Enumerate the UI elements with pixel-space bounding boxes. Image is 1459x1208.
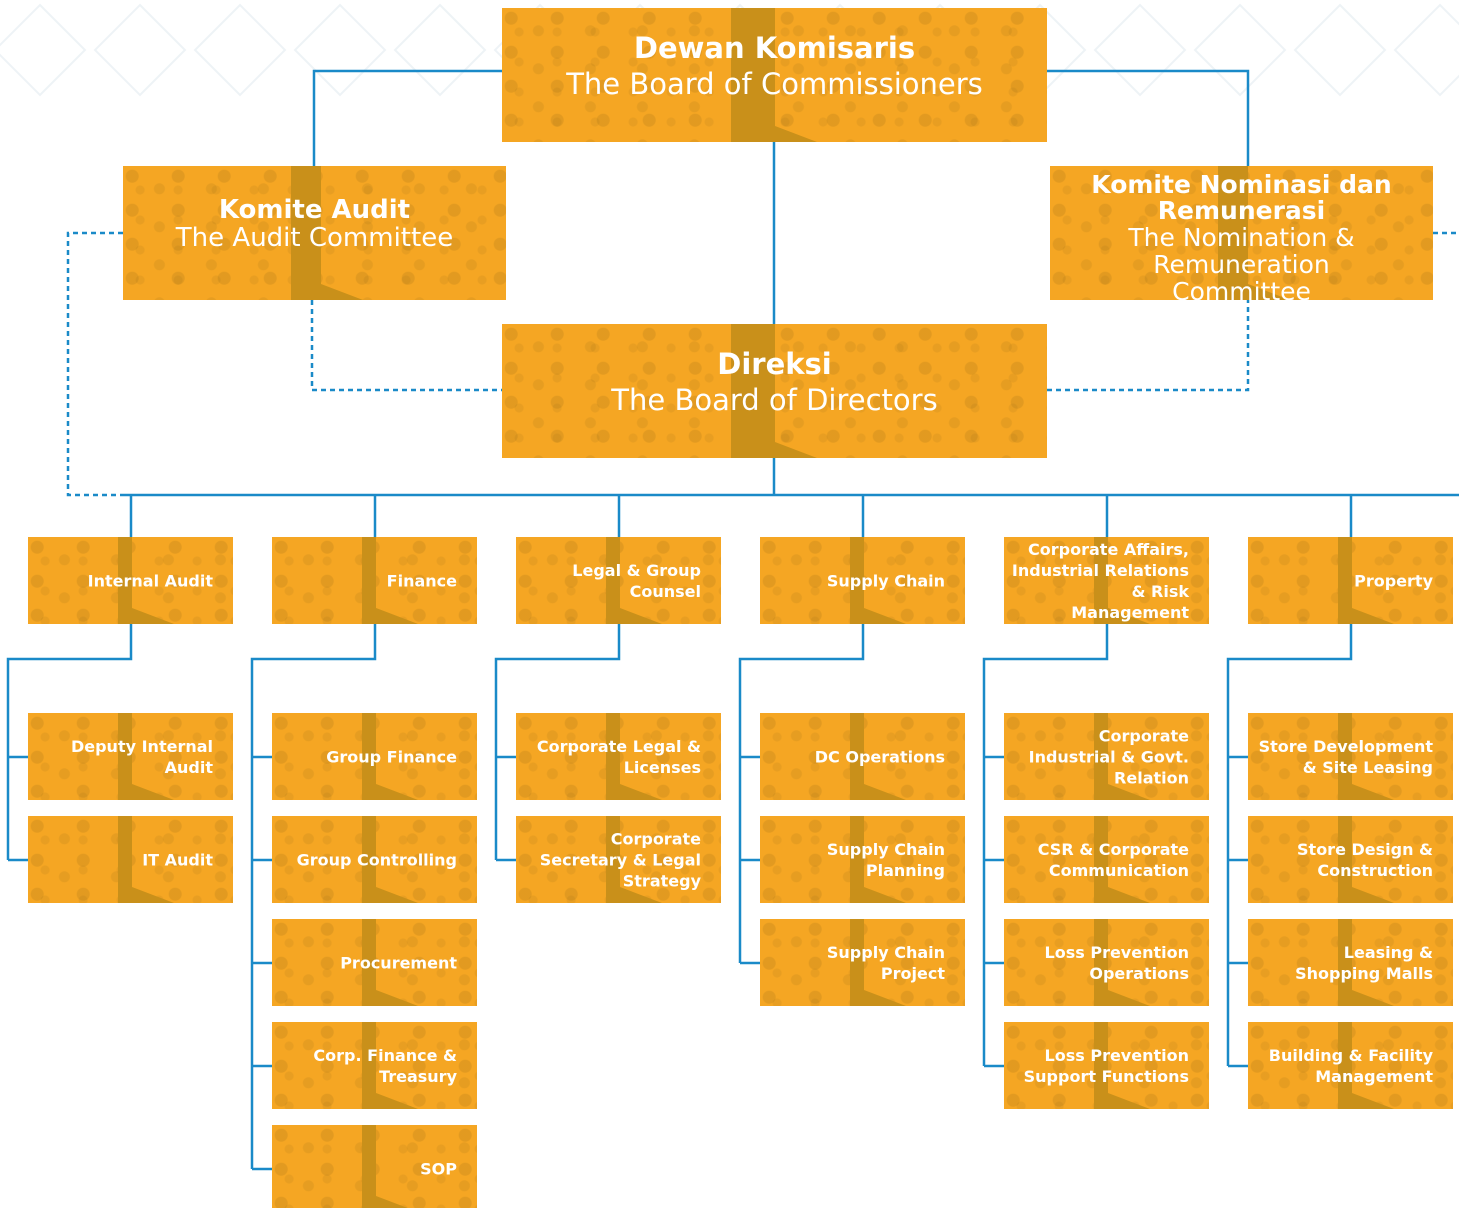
subunit-box-3-2-label: Corporate Secretary & Legal Strategy [539, 829, 701, 890]
department-box-1-label: Internal Audit [87, 571, 213, 590]
subunit-box-5-1: Corporate Industrial & Govt. Relation [1004, 713, 1209, 800]
board-of-directors-box: Direksi The Board of Directors [502, 324, 1047, 458]
subunit-box-6-1: Store Development & Site Leasing [1248, 713, 1453, 800]
department-box-3: Legal & Group Counsel [516, 537, 721, 624]
subunit-box-5-2-label: CSR & Corporate Communication [1037, 839, 1189, 880]
department-box-4: Supply Chain [760, 537, 965, 624]
department-box-5: Corporate Affairs, Industrial Relations … [1004, 537, 1209, 624]
subunit-box-6-2: Store Design & Construction [1248, 816, 1453, 903]
nomination-committee-box: Komite Nominasi dan Remunerasi The Nomin… [1050, 166, 1433, 300]
nomination-committee-title: Komite Nominasi dan Remunerasi [1091, 170, 1392, 225]
subunit-box-2-2: Group Controlling [272, 816, 477, 903]
audit-committee-box: Komite Audit The Audit Committee [123, 166, 506, 300]
subunit-box-4-1: DC Operations [760, 713, 965, 800]
department-box-5-label: Corporate Affairs, Industrial Relations … [1011, 539, 1189, 622]
department-box-1: Internal Audit [28, 537, 233, 624]
board-of-directors-subtitle: The Board of Directors [611, 383, 938, 417]
subunit-box-2-4: Corp. Finance & Treasury [272, 1022, 477, 1109]
audit-committee-subtitle: The Audit Committee [175, 223, 454, 253]
subunit-box-4-2-label: Supply Chain Planning [826, 839, 945, 880]
department-box-3-label: Legal & Group Counsel [572, 560, 701, 601]
subunit-box-6-2-label: Store Design & Construction [1297, 839, 1433, 880]
subunit-box-2-1-label: Group Finance [326, 747, 457, 766]
subunit-box-1-1: Deputy Internal Audit [28, 713, 233, 800]
board-of-commissioners-subtitle: The Board of Commissioners [566, 67, 983, 101]
subunit-box-2-5: SOP [272, 1125, 477, 1208]
board-of-directors-title: Direksi [717, 347, 832, 381]
subunit-box-5-1-label: Corporate Industrial & Govt. Relation [1028, 726, 1189, 787]
subunit-box-3-1-label: Corporate Legal & Licenses [536, 736, 701, 777]
subunit-box-4-3: Supply Chain Project [760, 919, 965, 1006]
subunit-box-6-4-label: Building & Facility Management [1268, 1045, 1433, 1086]
department-box-6-label: Property [1354, 571, 1433, 590]
nomination-committee-subtitle: The Nomination & Remuneration Committee [1128, 223, 1355, 300]
subunit-box-2-2-label: Group Controlling [296, 850, 457, 869]
board-of-commissioners-title: Dewan Komisaris [633, 31, 916, 65]
subunit-box-2-3: Procurement [272, 919, 477, 1006]
subunit-box-4-2: Supply Chain Planning [760, 816, 965, 903]
subunit-box-5-4: Loss Prevention Support Functions [1004, 1022, 1209, 1109]
department-box-2-label: Finance [386, 571, 457, 590]
subunit-box-3-2: Corporate Secretary & Legal Strategy [516, 816, 721, 903]
subunit-box-2-5-label: SOP [420, 1159, 457, 1178]
subunit-box-6-3-label: Leasing & Shopping Malls [1295, 942, 1433, 983]
subunit-box-6-4: Building & Facility Management [1248, 1022, 1453, 1109]
subunit-box-4-1-label: DC Operations [814, 747, 945, 766]
subunit-box-5-2: CSR & Corporate Communication [1004, 816, 1209, 903]
subunit-box-5-4-label: Loss Prevention Support Functions [1023, 1045, 1189, 1086]
board-of-commissioners-box: Dewan Komisaris The Board of Commissione… [502, 8, 1047, 142]
audit-committee-title: Komite Audit [218, 195, 411, 225]
department-box-6: Property [1248, 537, 1453, 624]
department-box-2: Finance [272, 537, 477, 624]
department-box-4-label: Supply Chain [826, 571, 945, 590]
subunit-box-1-2: IT Audit [28, 816, 233, 903]
subunit-box-3-1: Corporate Legal & Licenses [516, 713, 721, 800]
subunit-box-2-1: Group Finance [272, 713, 477, 800]
subunit-box-5-3: Loss Prevention Operations [1004, 919, 1209, 1006]
subunit-box-4-3-label: Supply Chain Project [826, 942, 945, 983]
subunit-box-6-3: Leasing & Shopping Malls [1248, 919, 1453, 1006]
subunit-box-5-3-label: Loss Prevention Operations [1044, 942, 1189, 983]
subunit-box-2-3-label: Procurement [340, 953, 457, 972]
subunit-box-1-1-label: Deputy Internal Audit [70, 736, 213, 777]
subunit-box-6-1-label: Store Development & Site Leasing [1258, 736, 1433, 777]
subunit-box-2-4-label: Corp. Finance & Treasury [313, 1045, 457, 1086]
subunit-box-1-2-label: IT Audit [142, 850, 213, 869]
